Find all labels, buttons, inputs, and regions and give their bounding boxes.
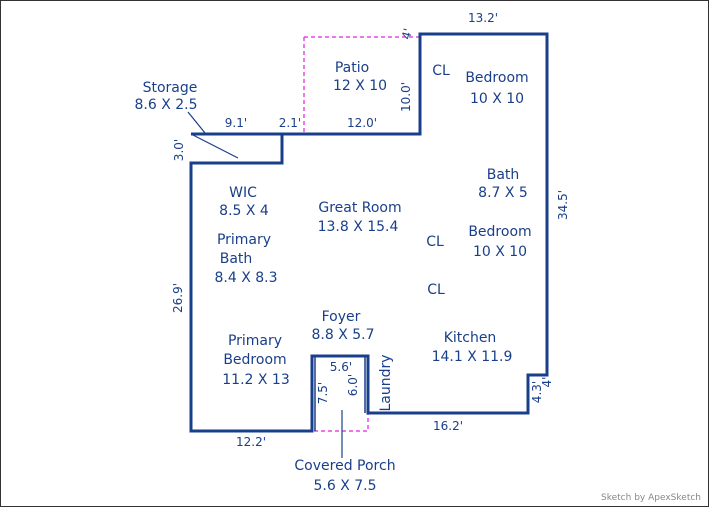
dim-notch-small-2: 4' xyxy=(540,377,554,388)
closet-label-2: CL xyxy=(426,234,444,250)
dim-bottom-left: 12.2' xyxy=(236,435,266,449)
exterior-walls xyxy=(189,32,549,433)
primary-bath-name-2: Bath xyxy=(220,251,253,267)
dim-step-width: 2.1' xyxy=(279,116,301,130)
dim-porch-top: 5.6' xyxy=(330,360,352,374)
bedroom-top-size: 10 X 10 xyxy=(470,91,524,107)
storage-leader-line xyxy=(187,111,206,134)
credit-text: Sketch by ApexSketch xyxy=(601,493,701,503)
dim-left-side: 26.9' xyxy=(171,283,185,313)
dim-patio-small: 4' xyxy=(399,27,415,41)
primary-bedroom-size: 11.2 X 13 xyxy=(222,372,289,388)
storage-diagonal xyxy=(190,133,239,159)
primary-bath-size: 8.4 X 8.3 xyxy=(214,270,277,286)
great-room-size: 13.8 X 15.4 xyxy=(318,219,399,235)
closet-label-1: CL xyxy=(432,63,450,79)
dim-storage-width: 9.1' xyxy=(225,116,247,130)
primary-bath-name-1: Primary xyxy=(217,232,271,248)
dim-right-side: 34.5' xyxy=(556,190,570,220)
great-room-name: Great Room xyxy=(318,200,401,216)
dim-patio-width: 12.0' xyxy=(347,116,377,130)
bedroom-mid-name: Bedroom xyxy=(468,224,531,240)
dim-storage-height: 3.0' xyxy=(172,139,186,161)
laundry-name: Laundry xyxy=(378,354,394,411)
foyer-size: 8.8 X 5.7 xyxy=(311,327,374,343)
dim-notch-small: 4.3' xyxy=(530,381,544,403)
dim-porch-left: 7.5' xyxy=(316,382,330,404)
patio-size: 12 X 10 xyxy=(333,78,387,94)
covered-porch-name: Covered Porch xyxy=(294,458,395,474)
bedroom-top-name: Bedroom xyxy=(465,70,528,86)
kitchen-size: 14.1 X 11.9 xyxy=(432,349,513,365)
dim-porch-right: 6.0' xyxy=(346,374,360,396)
dim-bottom-right: 16.2' xyxy=(433,419,463,433)
storage-size: 8.6 X 2.5 xyxy=(134,97,197,113)
dim-patio-height: 10.0' xyxy=(399,82,413,112)
wic-name: WIC xyxy=(229,185,257,201)
wic-size: 8.5 X 4 xyxy=(219,203,269,219)
primary-bedroom-name-2: Bedroom xyxy=(223,352,286,368)
dim-top-right: 13.2' xyxy=(468,11,498,25)
bedroom-mid-size: 10 X 10 xyxy=(473,244,527,260)
bath-size: 8.7 X 5 xyxy=(478,185,528,201)
foyer-name: Foyer xyxy=(322,309,361,325)
closet-label-3: CL xyxy=(427,282,445,298)
patio-name: Patio xyxy=(335,60,369,76)
kitchen-name: Kitchen xyxy=(444,330,497,346)
storage-name: Storage xyxy=(143,80,198,96)
covered-porch-size: 5.6 X 7.5 xyxy=(313,478,376,494)
bath-name: Bath xyxy=(487,167,520,183)
primary-bedroom-name-1: Primary xyxy=(228,333,282,349)
storage-walls xyxy=(191,132,284,163)
porch-walls xyxy=(314,356,366,431)
